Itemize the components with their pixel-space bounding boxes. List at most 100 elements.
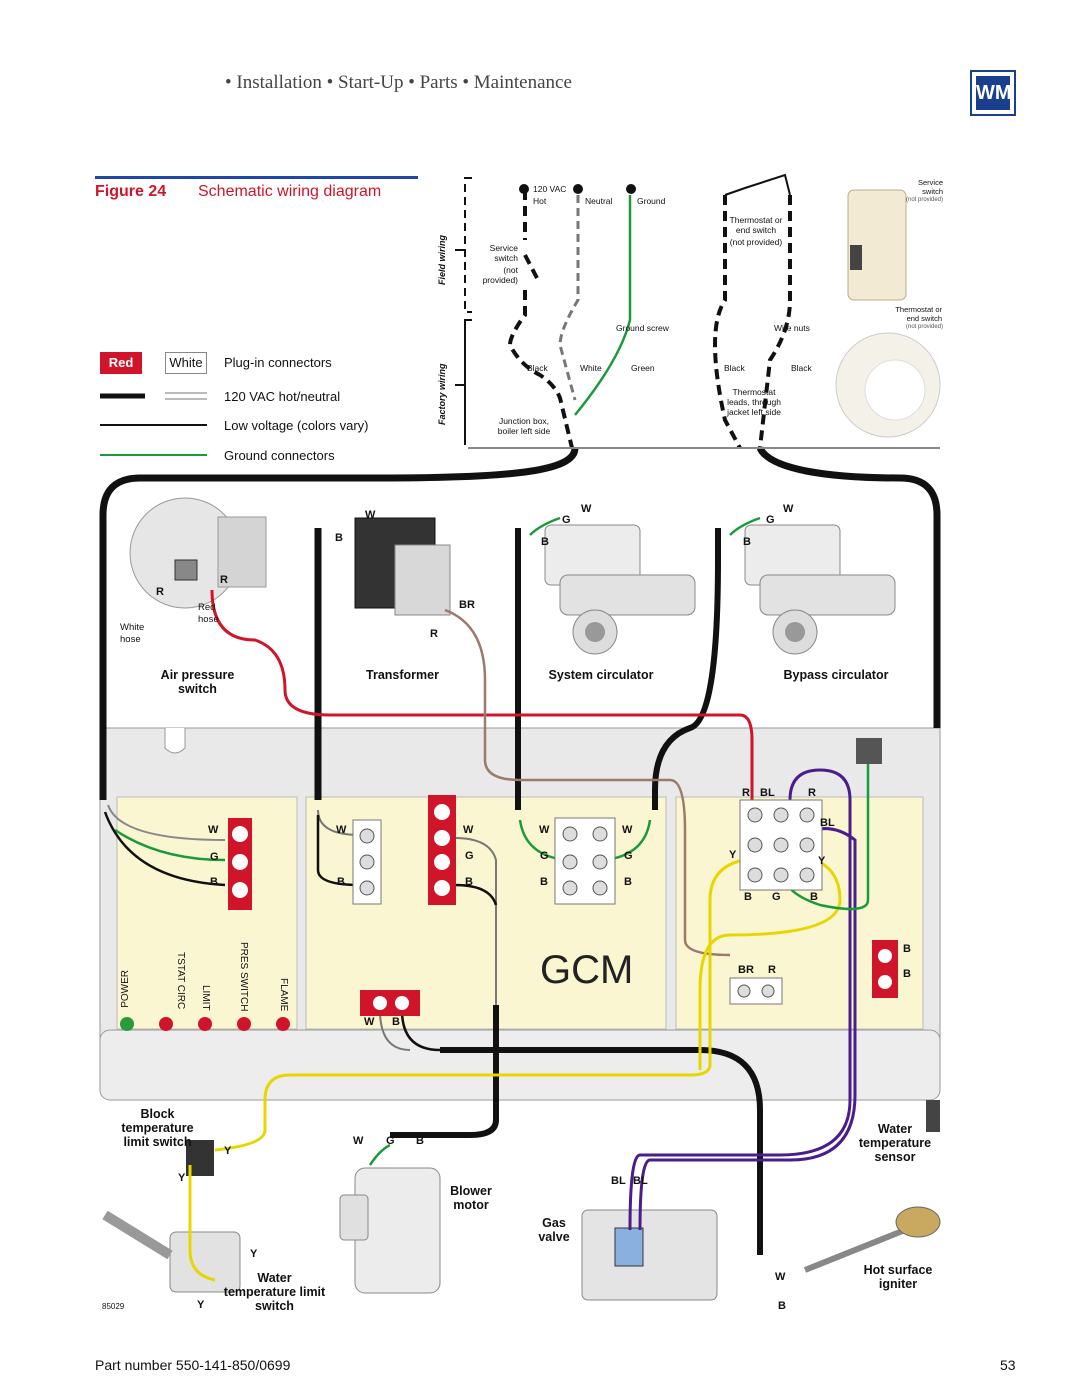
brand-logo: WM bbox=[970, 70, 1016, 116]
black-label-2: Black bbox=[724, 363, 745, 373]
wire-label-w: W bbox=[208, 824, 219, 836]
wire-label-y: Y bbox=[197, 1299, 205, 1311]
red-hose-label: Red hose bbox=[198, 602, 219, 625]
system-circulator-label: System circulator bbox=[548, 668, 654, 682]
wire-label-b: B bbox=[624, 876, 632, 888]
legend-hot-neutral: 120 VAC hot/neutral bbox=[224, 389, 341, 404]
thermostat-photo-note: (not provided) bbox=[906, 324, 944, 330]
transformer-shape bbox=[354, 517, 451, 616]
wire-label-g: G bbox=[562, 514, 571, 526]
connector-wb bbox=[360, 990, 420, 1016]
service-switch-label: Service switch bbox=[489, 243, 518, 263]
wire-nuts-label: Wire nuts bbox=[774, 323, 810, 333]
wire-label-b: B bbox=[744, 891, 752, 903]
wire-label-r: R bbox=[768, 964, 776, 976]
wire-label-b: B bbox=[541, 536, 549, 548]
wire-label-g: G bbox=[772, 891, 781, 903]
field-wiring-bracket bbox=[464, 177, 472, 313]
factory-wiring-label: Factory wiring bbox=[437, 363, 447, 425]
wire-label-r: R bbox=[156, 586, 164, 598]
led-flame bbox=[276, 1017, 290, 1031]
water-temp-sensor-label: Water temperature sensor bbox=[858, 1122, 932, 1164]
wire-label-b: B bbox=[903, 968, 911, 980]
service-switch-photo bbox=[847, 189, 907, 301]
page-number: 53 bbox=[1000, 1357, 1016, 1373]
thermostat-photo bbox=[835, 332, 941, 438]
wire-label-g: G bbox=[540, 850, 549, 862]
connector-blower bbox=[428, 795, 456, 905]
wire-label-r: R bbox=[742, 787, 750, 799]
wire-label-w: W bbox=[775, 1271, 786, 1283]
wire-label-w: W bbox=[539, 824, 550, 836]
wire-label-y: Y bbox=[818, 855, 826, 867]
gcm-bottom-shelf bbox=[99, 1029, 941, 1101]
white-hose-label: White hose bbox=[120, 622, 145, 645]
wire-label-w: W bbox=[463, 824, 474, 836]
logo-text: WM bbox=[976, 76, 1012, 110]
thermostat-not-provided: (not provided) bbox=[729, 237, 783, 247]
thermostat-leads-label: Thermostat leads, through jacket left si… bbox=[727, 387, 781, 417]
thermostat-photo-label: Thermostat or end switch bbox=[895, 305, 942, 323]
connector-9pin bbox=[739, 799, 823, 891]
wire-label-b: B bbox=[416, 1135, 424, 1147]
wire-label-g: G bbox=[386, 1135, 395, 1147]
wire-label-b: B bbox=[210, 876, 218, 888]
air-pressure-switch-label: Air pressure switch bbox=[160, 668, 235, 696]
led-tstat-circ bbox=[159, 1017, 173, 1031]
connector-sensor bbox=[872, 940, 898, 998]
wire-label-w: W bbox=[581, 503, 592, 515]
legend-red-swatch: Red bbox=[100, 352, 142, 374]
service-switch-photo-note: (not provided) bbox=[906, 197, 944, 203]
led-label-flame: FLAME bbox=[278, 978, 289, 1012]
led-label-tstat-circ: TSTAT CIRC bbox=[175, 952, 186, 1010]
ground-label: Ground bbox=[637, 196, 666, 206]
neutral-label: Neutral bbox=[585, 196, 613, 206]
service-switch-photo-label: Service switch bbox=[917, 178, 943, 196]
hot-surface-igniter-label: Hot surface igniter bbox=[863, 1263, 933, 1291]
wire-label-y: Y bbox=[250, 1248, 258, 1260]
field-wiring-label: Field wiring bbox=[437, 234, 447, 285]
connector-transformer bbox=[352, 819, 382, 905]
wire-label-b: B bbox=[743, 536, 751, 548]
vac-label: 120 VAC bbox=[533, 184, 567, 194]
wire-label-w: W bbox=[622, 824, 633, 836]
legend-white-swatch: White bbox=[165, 352, 207, 374]
led-limit bbox=[198, 1017, 212, 1031]
led-label-limit: LIMIT bbox=[200, 985, 211, 1011]
gcm-label: GCM bbox=[540, 948, 634, 992]
connector-circulators bbox=[554, 817, 616, 905]
wire-label-bl: BL bbox=[760, 787, 775, 799]
block-temp-limit-label: Block temperature limit switch bbox=[121, 1107, 194, 1149]
gas-valve-shape bbox=[581, 1209, 718, 1301]
wire-label-y: Y bbox=[729, 849, 737, 861]
hot-label: Hot bbox=[533, 196, 547, 206]
wire-label-g: G bbox=[465, 850, 474, 862]
white-label: White bbox=[580, 363, 602, 373]
wire-label-g: G bbox=[624, 850, 633, 862]
wire-label-w: W bbox=[364, 1016, 375, 1028]
green-label: Green bbox=[631, 363, 655, 373]
page-header-title: • Installation • Start-Up • Parts • Main… bbox=[225, 72, 572, 93]
gcm-panel-left bbox=[116, 796, 298, 1030]
wire-label-w: W bbox=[783, 503, 794, 515]
wire-label-r: R bbox=[808, 787, 816, 799]
drawing-id: 85029 bbox=[102, 1302, 125, 1311]
system-circulator-shape bbox=[544, 524, 696, 655]
water-temp-limit-label: Water temperature limit switch bbox=[223, 1271, 326, 1313]
connector-airswitch bbox=[228, 818, 252, 910]
wire-label-bl: BL bbox=[633, 1175, 648, 1187]
junction-box-label: Junction box, boiler left side bbox=[497, 416, 551, 436]
wire-label-w: W bbox=[336, 824, 347, 836]
legend-ground: Ground connectors bbox=[224, 448, 335, 463]
black-label-3: Black bbox=[791, 363, 812, 373]
water-limit-switch-shape bbox=[102, 1210, 241, 1293]
wire-label-g: G bbox=[210, 851, 219, 863]
black-label-1: Black bbox=[527, 363, 548, 373]
water-sensor-plug bbox=[926, 1100, 940, 1132]
wire-label-g: G bbox=[766, 514, 775, 526]
gas-valve-label: Gas valve bbox=[538, 1216, 570, 1244]
wire-label-b: B bbox=[810, 891, 818, 903]
service-not-provided: (not provided) bbox=[482, 265, 518, 285]
ground-screw-label: Ground screw bbox=[616, 323, 669, 333]
